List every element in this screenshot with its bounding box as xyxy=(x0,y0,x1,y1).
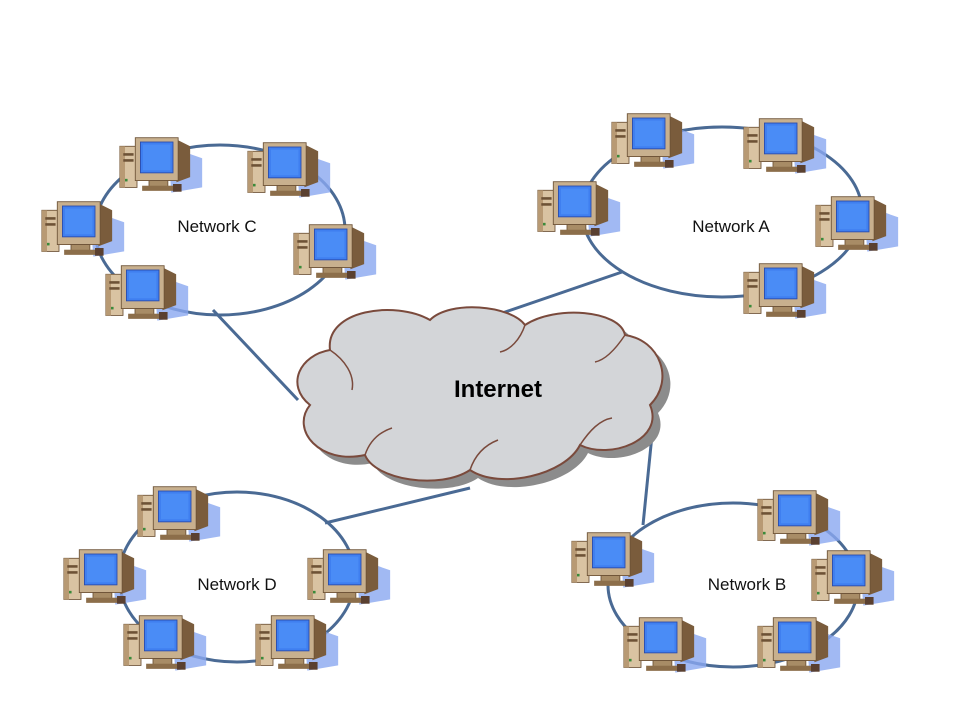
desktop-computer-icon xyxy=(105,265,189,322)
desktop-computer-icon xyxy=(255,615,339,672)
desktop-computer-icon xyxy=(811,550,895,607)
internet-label: Internet xyxy=(454,376,542,403)
network-a-label: Network A xyxy=(692,217,770,236)
desktop-computer-icon xyxy=(41,201,125,258)
link-network-c xyxy=(211,308,300,402)
desktop-computer-icon xyxy=(815,196,899,253)
desktop-computer-icon xyxy=(247,142,331,199)
desktop-computer-icon xyxy=(743,263,827,320)
desktop-computer-icon xyxy=(623,617,707,674)
desktop-computer-icon xyxy=(611,113,695,170)
desktop-computer-icon xyxy=(63,549,147,606)
desktop-computer-icon xyxy=(293,224,377,281)
network-d-label: Network D xyxy=(197,575,276,594)
desktop-computer-icon xyxy=(571,532,655,589)
desktop-computer-icon xyxy=(119,137,203,194)
desktop-computer-icon xyxy=(757,490,841,547)
network-b-label: Network B xyxy=(708,575,786,594)
desktop-computer-icon xyxy=(537,181,621,238)
link-network-d xyxy=(324,486,471,525)
desktop-computer-icon xyxy=(123,615,207,672)
network-c-label: Network C xyxy=(177,217,256,236)
desktop-computer-icon xyxy=(743,118,827,175)
internet-cloud-icon xyxy=(296,306,671,489)
desktop-computer-icon xyxy=(307,549,391,606)
desktop-computer-icon xyxy=(757,617,841,674)
